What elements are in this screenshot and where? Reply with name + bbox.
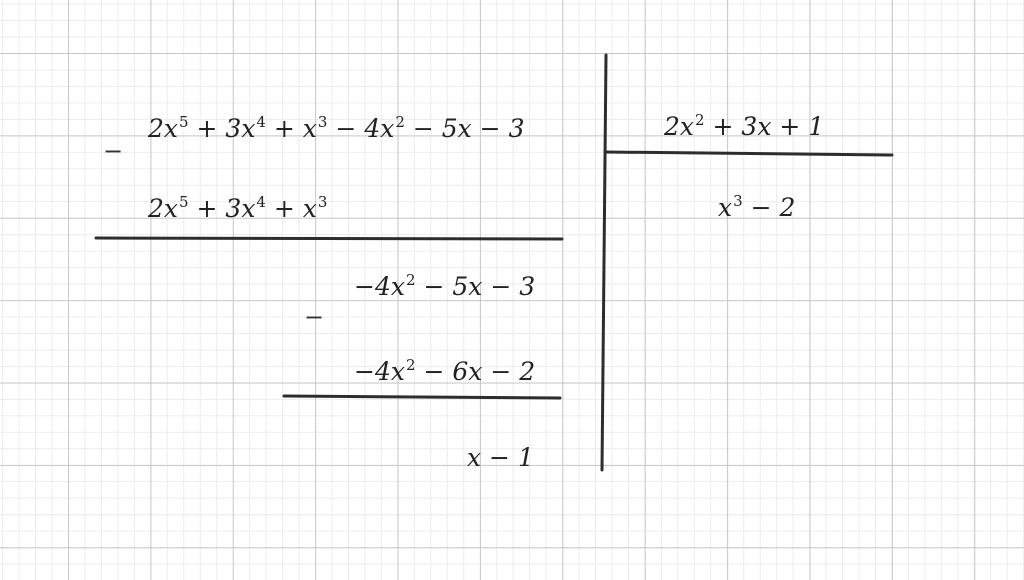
first-subtraction-line [94, 236, 564, 241]
dividend-coef-x2: 4 [364, 114, 381, 143]
quotient-constant: 2 [779, 193, 796, 222]
dividend-expression: 2x5 + 3x4 + x3 − 4x2 − 5x − 3 [148, 113, 525, 143]
second-subtrahend-expression: −4x2 − 6x − 2 [354, 356, 536, 386]
second-subtraction-line [282, 394, 562, 400]
dividend-coef-x5: 2 [148, 114, 164, 143]
dividend-constant: 3 [508, 114, 525, 143]
dividend-coef-x1: 5 [441, 114, 458, 143]
divisor-expression: 2x2 + 3x + 1 [664, 111, 825, 141]
final-remainder-expression: x − 1 [467, 443, 534, 472]
dividend-coef-x4: 3 [225, 114, 242, 143]
first-subtrahend-expression: 2x5 + 3x4 + x3 [148, 193, 328, 223]
divisor-constant: 1 [808, 112, 825, 141]
divisor-underline [604, 150, 894, 157]
divisor-coef-x1: 3 [741, 112, 758, 141]
division-bracket-vertical [600, 53, 608, 472]
quotient-expression: x3 − 2 [718, 192, 796, 222]
divisor-coef-x2: 2 [664, 112, 680, 141]
first-remainder-expression: −4x2 − 5x − 3 [354, 271, 536, 301]
second-minus-sign: − [304, 303, 325, 331]
first-minus-sign: − [103, 137, 124, 165]
